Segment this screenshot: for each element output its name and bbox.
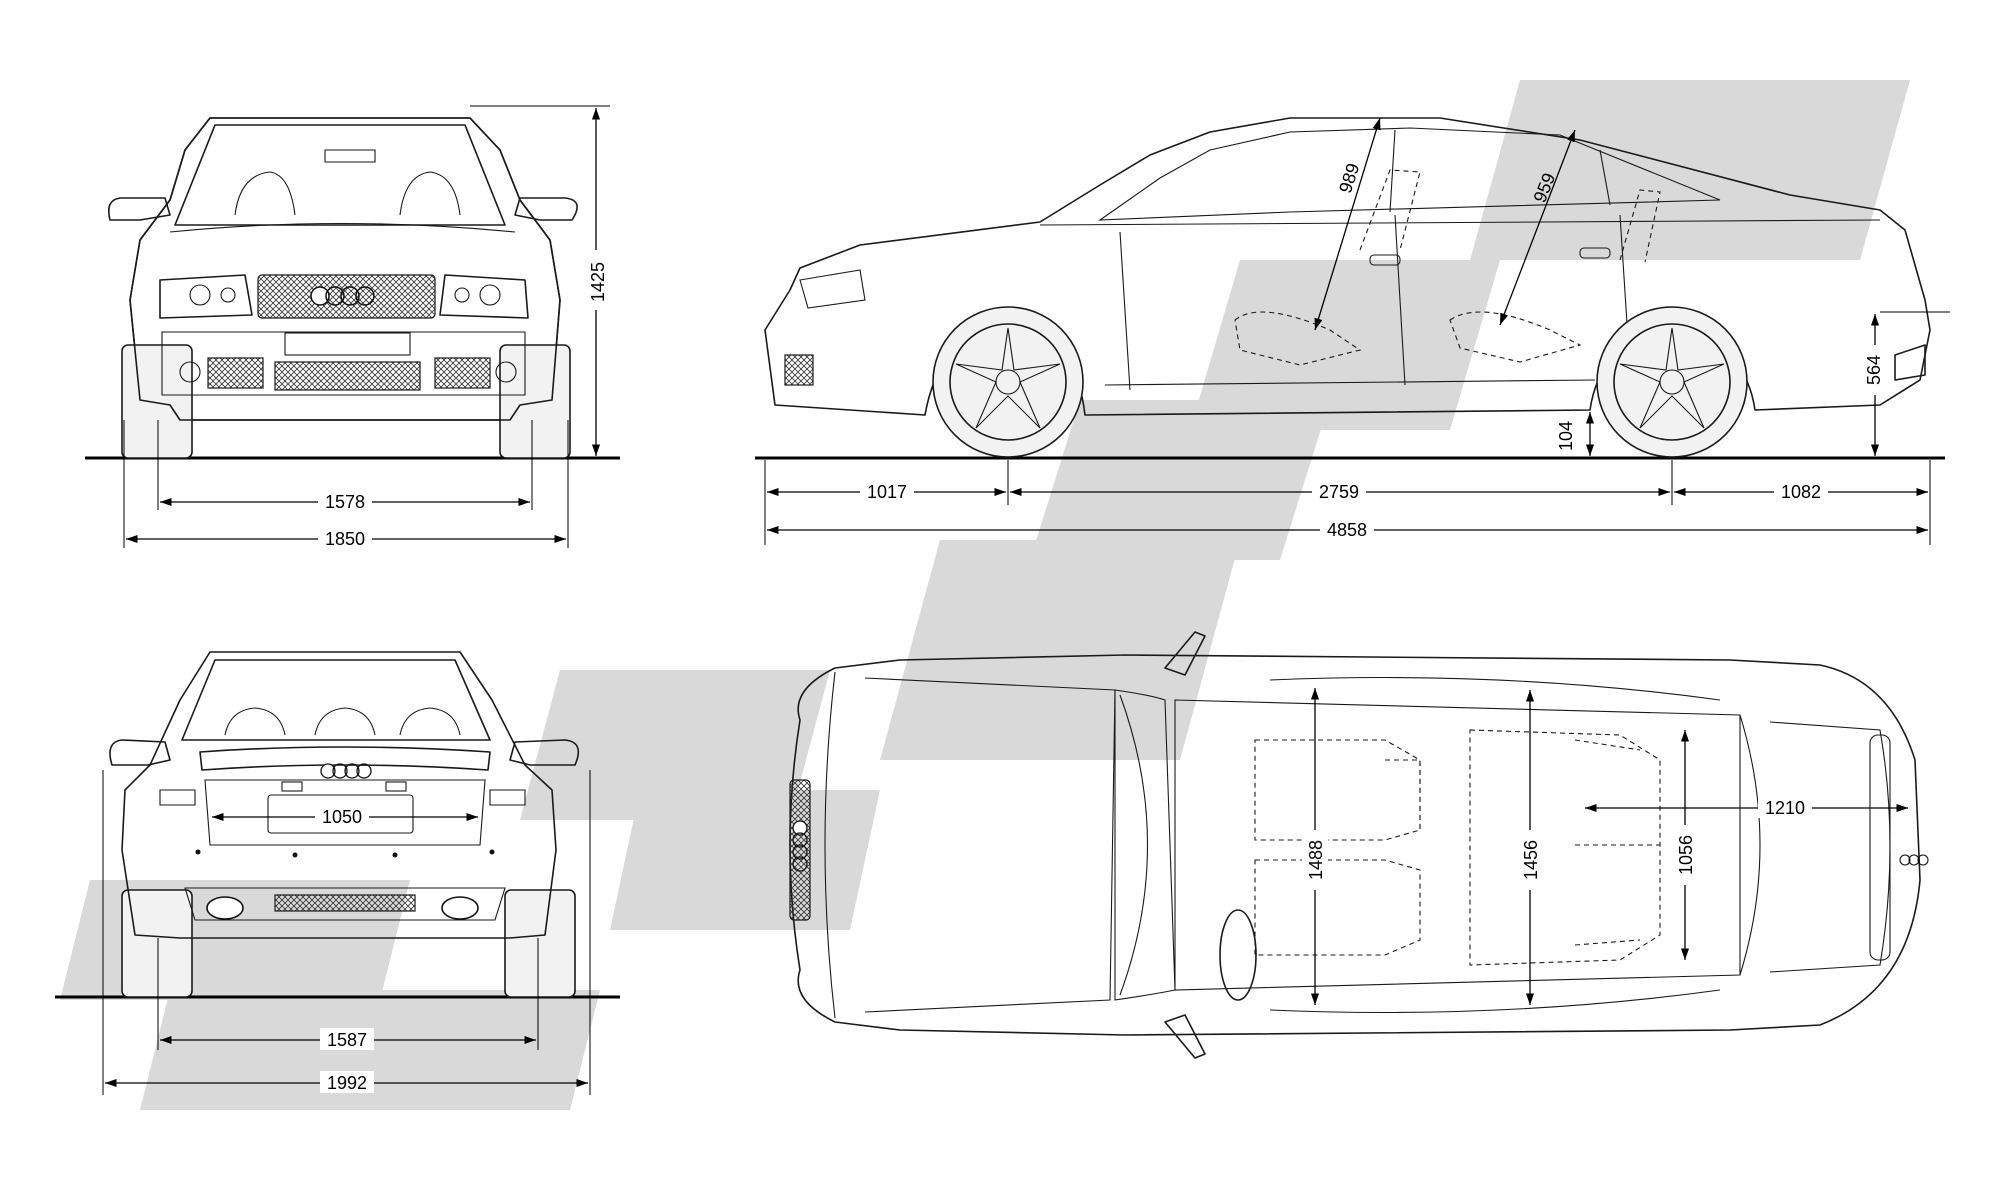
length-label: 4858 <box>1327 520 1367 540</box>
rear-cabin-width-label: 1456 <box>1521 840 1541 880</box>
rear-overhang-label: 1082 <box>1781 482 1821 502</box>
front-overhang-label: 1017 <box>867 482 907 502</box>
height-label: 1425 <box>588 262 608 302</box>
front-track-label: 1578 <box>325 492 365 512</box>
rear-track-label: 1587 <box>327 1030 367 1050</box>
side-view: 989 959 104 564 1017 2759 1082 4858 <box>755 117 1950 545</box>
front-cabin-width-label: 1488 <box>1306 840 1326 880</box>
top-view: 1488 1456 1056 1210 <box>789 631 1929 1059</box>
front-seats <box>1254 739 1421 956</box>
front-headroom-label: 989 <box>1335 161 1363 196</box>
front-width-label: 1850 <box>325 529 365 549</box>
plate-width-label: 1050 <box>322 807 362 827</box>
front-wheel <box>932 306 1084 458</box>
watermark-logo <box>60 80 1910 1110</box>
four-rings-logo <box>310 286 375 306</box>
trunk-rings-logo <box>1899 854 1929 866</box>
rear-seats <box>1469 729 1661 966</box>
rear-view: 1050 1587 1992 <box>55 651 620 1095</box>
top-four-rings-logo <box>792 820 808 872</box>
mirror-width-label: 1992 <box>327 1073 367 1093</box>
ground-clearance-label: 104 <box>1556 421 1576 451</box>
rear-seat-width-label: 1056 <box>1676 835 1696 875</box>
wheelbase-label: 2759 <box>1319 482 1359 502</box>
rear-wheel <box>1596 306 1748 458</box>
rear-four-rings-logo <box>320 763 372 779</box>
trunk-length-label: 1210 <box>1765 798 1805 818</box>
rear-bumper-height-label: 564 <box>1864 355 1884 385</box>
front-view: 1578 1850 1425 <box>85 105 620 549</box>
